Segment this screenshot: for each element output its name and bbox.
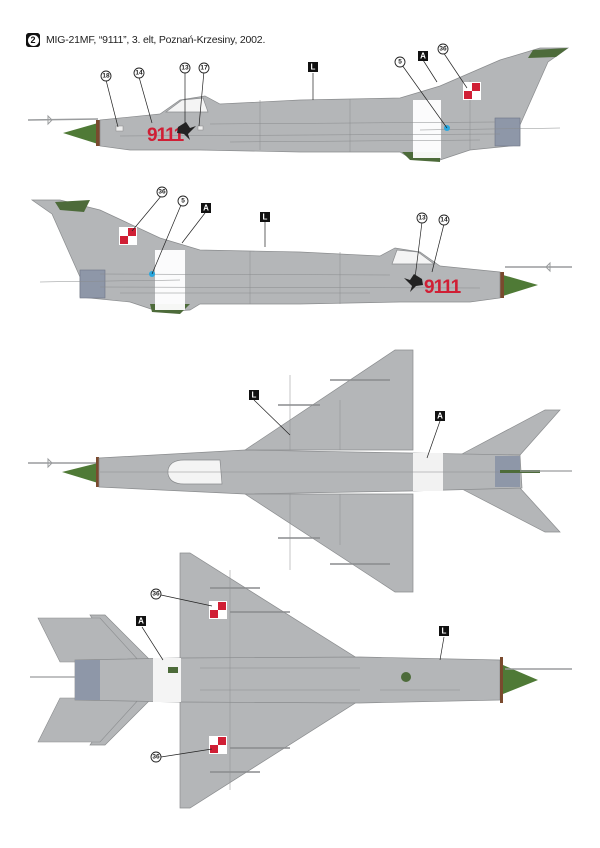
polish-checkerboard-roundel-upper <box>209 601 227 619</box>
polish-checkerboard-roundel-lower <box>209 736 227 754</box>
intake-ring <box>96 457 99 487</box>
left-side-view: 9111 18 14 13 17 5 36 L A <box>27 43 570 162</box>
svg-text:A: A <box>437 412 443 421</box>
svg-text:L: L <box>263 213 268 222</box>
profile-title: MIG-21MF, “9111”, 3. elt, Poznań-Krzesin… <box>46 34 266 46</box>
sheet-header: 2 MIG-21MF, “9111”, 3. elt, Poznań-Krzes… <box>26 32 265 48</box>
polish-checkerboard-roundel <box>463 82 481 100</box>
white-band <box>413 100 441 158</box>
callout-A: A <box>136 616 146 626</box>
callout-13: 13 <box>179 62 191 74</box>
unit-badge <box>177 122 196 140</box>
svg-text:36: 36 <box>158 189 166 196</box>
callout-36: 36 <box>156 186 168 198</box>
green-ventral-disc <box>401 672 411 682</box>
nozzle <box>79 269 106 299</box>
ventral-green-panel <box>168 667 178 673</box>
callout-L: L <box>439 626 449 636</box>
callout-5: 5 <box>394 56 406 68</box>
callout-14: 14 <box>133 67 145 79</box>
svg-text:36: 36 <box>152 754 160 761</box>
intake-ring <box>500 657 503 703</box>
canopy <box>391 249 436 265</box>
fuselage <box>30 199 501 313</box>
callout-36-upper: 36 <box>150 588 162 600</box>
right-side-view: 9111 36 5 13 14 A L <box>30 186 572 314</box>
left-wing <box>243 349 414 451</box>
svg-text:A: A <box>203 204 209 213</box>
right-wing <box>243 493 414 593</box>
callout-A: A <box>201 203 211 213</box>
callout-5: 5 <box>177 195 189 207</box>
radome <box>62 463 98 483</box>
callout-A: A <box>418 51 428 61</box>
white-band <box>153 658 181 702</box>
radome <box>63 123 98 144</box>
callout-17: 17 <box>198 62 210 74</box>
svg-text:13: 13 <box>181 65 189 72</box>
callout-13: 13 <box>416 212 428 224</box>
fin-tip-green <box>528 48 568 58</box>
intake-ring <box>500 272 504 298</box>
svg-text:18: 18 <box>102 73 110 80</box>
fin-tip-green <box>55 200 90 212</box>
callout-A: A <box>435 411 445 421</box>
left-stabilizer <box>459 409 561 456</box>
fuselage <box>99 47 570 161</box>
radome <box>503 665 538 694</box>
tail-number: 9111 <box>424 277 462 298</box>
bottom-view: 36 36 A L <box>30 552 572 809</box>
callout-14: 14 <box>438 214 450 226</box>
svg-text:36: 36 <box>439 46 447 53</box>
svg-text:L: L <box>252 391 257 400</box>
callout-L: L <box>249 390 259 400</box>
top-view: L A <box>28 349 572 593</box>
svg-text:L: L <box>442 627 447 636</box>
svg-text:14: 14 <box>135 70 143 77</box>
nozzle <box>75 660 100 700</box>
profile-number-badge: 2 <box>26 33 40 47</box>
svg-text:17: 17 <box>200 65 208 72</box>
svg-text:L: L <box>311 63 316 72</box>
callout-18: 18 <box>100 70 112 82</box>
radome <box>503 275 538 296</box>
tail-number: 9111 <box>147 125 185 146</box>
svg-text:36: 36 <box>152 591 160 598</box>
svg-text:A: A <box>420 52 426 61</box>
intake-ring <box>96 120 100 146</box>
fuselage <box>74 656 501 704</box>
polish-checkerboard-roundel <box>119 227 137 245</box>
right-stabilizer <box>459 487 561 533</box>
pitot-tube <box>27 118 99 121</box>
canopy <box>164 97 209 113</box>
callout-L: L <box>260 212 270 222</box>
nozzle <box>494 117 521 147</box>
svg-text:5: 5 <box>181 198 185 205</box>
svg-text:14: 14 <box>440 217 448 224</box>
callout-36-lower: 36 <box>150 751 162 763</box>
svg-text:5: 5 <box>398 59 402 66</box>
svg-text:A: A <box>138 617 144 626</box>
unit-badge <box>404 274 423 292</box>
callout-L: L <box>308 62 318 72</box>
svg-text:13: 13 <box>418 215 426 222</box>
callout-36: 36 <box>437 43 449 55</box>
